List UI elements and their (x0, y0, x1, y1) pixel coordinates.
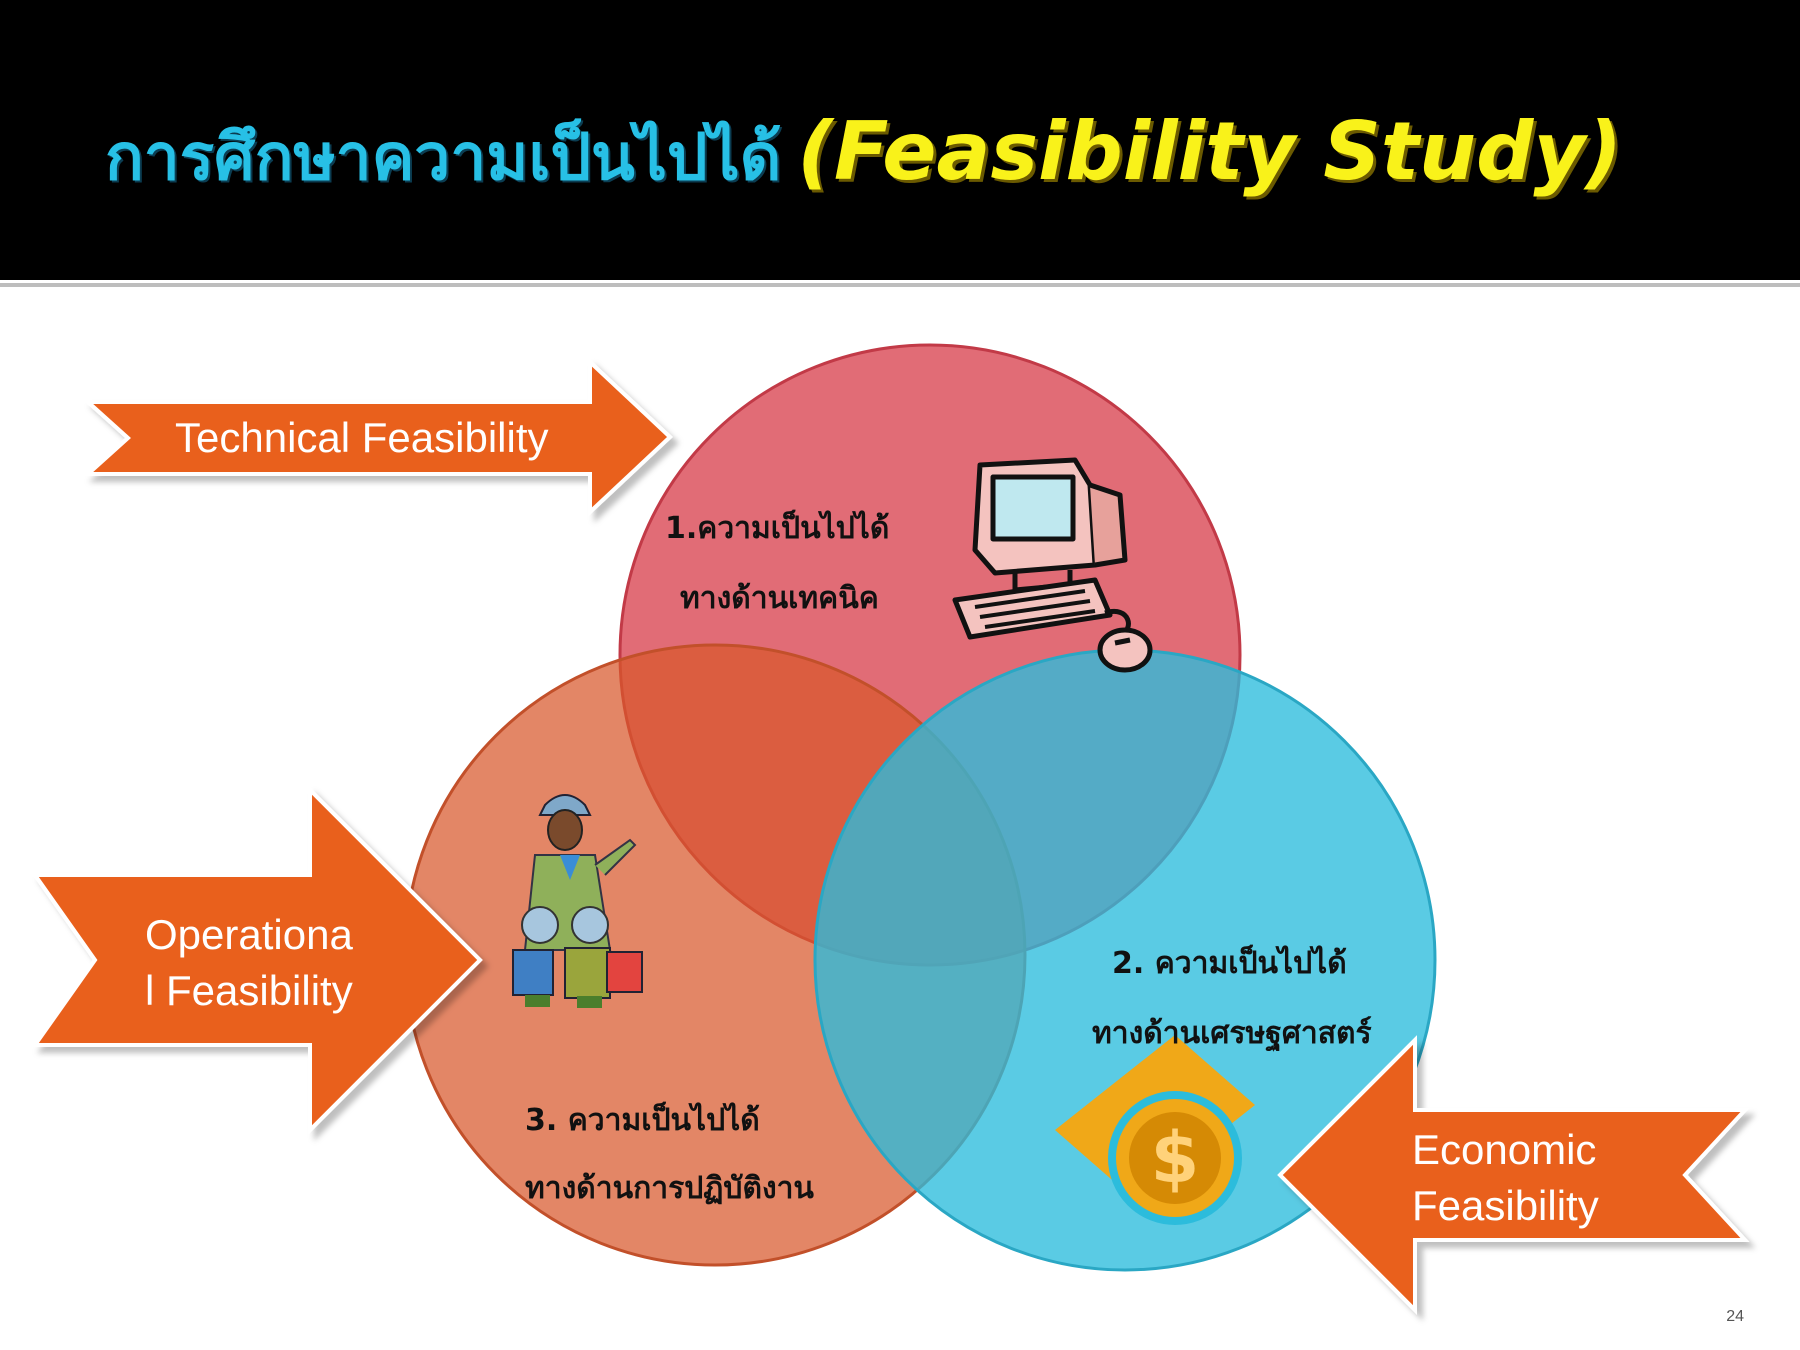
economic-arrow-line1: Economic (1412, 1126, 1597, 1173)
operational-arrow-line1: Operationa (145, 911, 353, 958)
title-bar (0, 0, 1800, 280)
computer-icon (952, 457, 1153, 673)
technical-circle-line1: 1.ความเป็นไปได้ (665, 511, 890, 546)
title-english: (Feasibility Study) (797, 105, 1623, 198)
operational-arrow (31, 785, 483, 1135)
title-divider (0, 283, 1800, 287)
technical-arrow (82, 357, 673, 517)
technical-circle-line2: ทางด้านเทคนิค (680, 581, 879, 616)
page-title: การศึกษาความเป็นไปได้(Feasibility Study) (105, 105, 1622, 208)
dollar-coin-icon: $ (1055, 1035, 1255, 1225)
operational-circle-line2: ทางด้านการปฏิบัติงาน (525, 1171, 814, 1206)
title-thai: การศึกษาความเป็นไปได้ (105, 121, 782, 195)
economic-circle-line2: ทางด้านเศรษฐศาสตร์ (1092, 1016, 1372, 1051)
svg-text:$: $ (1151, 1117, 1200, 1199)
page-number: 24 (1726, 1308, 1744, 1325)
economic-arrow-line2: Feasibility (1412, 1182, 1599, 1229)
economic-arrow (1277, 1035, 1750, 1315)
technical-arrow-label: Technical Feasibility (175, 414, 549, 461)
operational-arrow-line2: l Feasibility (145, 967, 353, 1014)
workers-icon (512, 794, 643, 1008)
economic-circle-line1: 2. ความเป็นไปได้ (1112, 946, 1347, 981)
operational-circle-line1: 3. ความเป็นไปได้ (525, 1103, 760, 1138)
